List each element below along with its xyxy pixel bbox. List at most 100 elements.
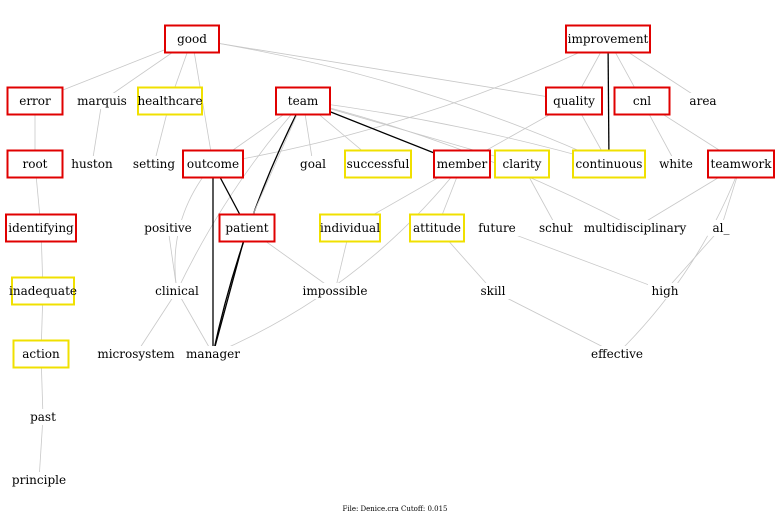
node-marquis: marquis [74, 93, 130, 109]
node-past: past [26, 409, 60, 425]
node-label-identifying: identifying [8, 221, 74, 235]
node-label-huston: huston [71, 157, 113, 171]
node-label-teamwork: teamwork [711, 157, 773, 171]
node-bg-white [655, 156, 697, 172]
node-good: good [164, 24, 220, 54]
node-box-error [6, 86, 64, 116]
node-box-quality [545, 86, 603, 116]
node-label-white: white [659, 157, 693, 171]
edge-team-clinical [176, 100, 304, 292]
node-individual: individual [319, 213, 381, 243]
footer-caption: File: Denice.cra Cutoff: 0.015 [342, 505, 447, 513]
edge-good-continuous [191, 38, 610, 165]
node-label-skill: skill [481, 284, 506, 298]
node-bg-goal [296, 156, 330, 172]
node-label-improvement: improvement [568, 32, 649, 46]
node-label-successful: successful [347, 157, 410, 171]
node-microsystem: microsystem [94, 346, 178, 362]
node-box-member [433, 149, 491, 179]
node-schub: schub [536, 220, 578, 236]
node-successful: successful [344, 149, 412, 179]
node-box-identifying [5, 213, 77, 243]
node-label-quality: quality [553, 94, 595, 108]
node-label-healthcare: healthcare [137, 94, 202, 108]
node-identifying: identifying [5, 213, 77, 243]
node-label-future: future [478, 221, 516, 235]
node-box-continuous [572, 149, 646, 179]
node-label-inadequate: inadequate [9, 284, 77, 298]
node-setting: setting [126, 156, 182, 172]
node-high: high [648, 283, 682, 299]
node-label-principle: principle [12, 473, 66, 487]
node-bg-effective [582, 346, 652, 362]
edge-past-principle [38, 416, 44, 481]
node-action: action [12, 339, 70, 369]
node-bg-schub [536, 220, 578, 236]
node-inadequate: inadequate [9, 276, 77, 306]
node-healthcare: healthcare [137, 86, 203, 116]
node-huston: huston [68, 156, 116, 172]
node-label-individual: individual [320, 221, 380, 235]
node-white: white [655, 156, 697, 172]
edge-clinical-manager [176, 290, 214, 355]
node-label-effective: effective [591, 347, 643, 361]
node-box-successful [344, 149, 412, 179]
node-impossible: impossible [297, 283, 373, 299]
node-label-patient: patient [225, 221, 268, 235]
edge-improvement-outcome [212, 38, 609, 165]
node-clinical: clinical [146, 283, 208, 299]
node-bg-clinical [146, 283, 208, 299]
node-box-cnl [613, 86, 671, 116]
edge-team-continuous [302, 100, 610, 165]
node-bg-skill [472, 283, 514, 299]
node-label-attitude: attitude [413, 221, 461, 235]
edge-team-patient [246, 100, 304, 229]
node-al_: al_ [707, 220, 735, 236]
edge-future-high [496, 227, 666, 292]
node-label-al_: al_ [713, 221, 730, 235]
edge-teamwork-effective [616, 163, 742, 355]
node-teamwork: teamwork [707, 149, 775, 179]
node-label-cnl: cnl [633, 94, 651, 108]
node-area: area [686, 93, 720, 109]
node-multidisciplinary: multidisciplinary [572, 220, 698, 236]
node-outcome: outcome [182, 149, 244, 179]
node-box-root [6, 149, 64, 179]
node-label-impossible: impossible [303, 284, 368, 298]
node-box-teamwork [707, 149, 775, 179]
node-bg-principle [4, 472, 74, 488]
node-bg-positive [137, 220, 199, 236]
node-bg-manager [185, 346, 241, 362]
node-quality: quality [545, 86, 603, 116]
node-team: team [275, 86, 331, 116]
node-label-clinical: clinical [155, 284, 199, 298]
node-goal: goal [296, 156, 330, 172]
node-principle: principle [4, 472, 74, 488]
node-label-microsystem: microsystem [97, 347, 175, 361]
node-cnl: cnl [613, 86, 671, 116]
node-label-multidisciplinary: multidisciplinary [584, 221, 687, 235]
node-box-team [275, 86, 331, 116]
node-label-past: past [30, 410, 56, 424]
node-label-team: team [288, 94, 319, 108]
node-box-patient [218, 213, 276, 243]
edge-good-quality [191, 38, 575, 102]
node-bg-al_ [707, 220, 735, 236]
edge-marquis-huston [91, 100, 103, 165]
node-bg-past [26, 409, 60, 425]
node-label-manager: manager [186, 347, 240, 361]
node-box-action [12, 339, 70, 369]
node-effective: effective [582, 346, 652, 362]
node-bg-huston [68, 156, 116, 172]
node-bg-setting [126, 156, 182, 172]
node-label-high: high [652, 284, 679, 298]
node-label-positive: positive [144, 221, 191, 235]
node-label-clarity: clarity [503, 157, 542, 171]
node-patient: patient [218, 213, 276, 243]
edge-patient-manager [212, 227, 248, 355]
node-bg-high [648, 283, 682, 299]
node-error: error [6, 86, 64, 116]
node-box-attitude [409, 213, 465, 243]
node-label-member: member [437, 157, 488, 171]
